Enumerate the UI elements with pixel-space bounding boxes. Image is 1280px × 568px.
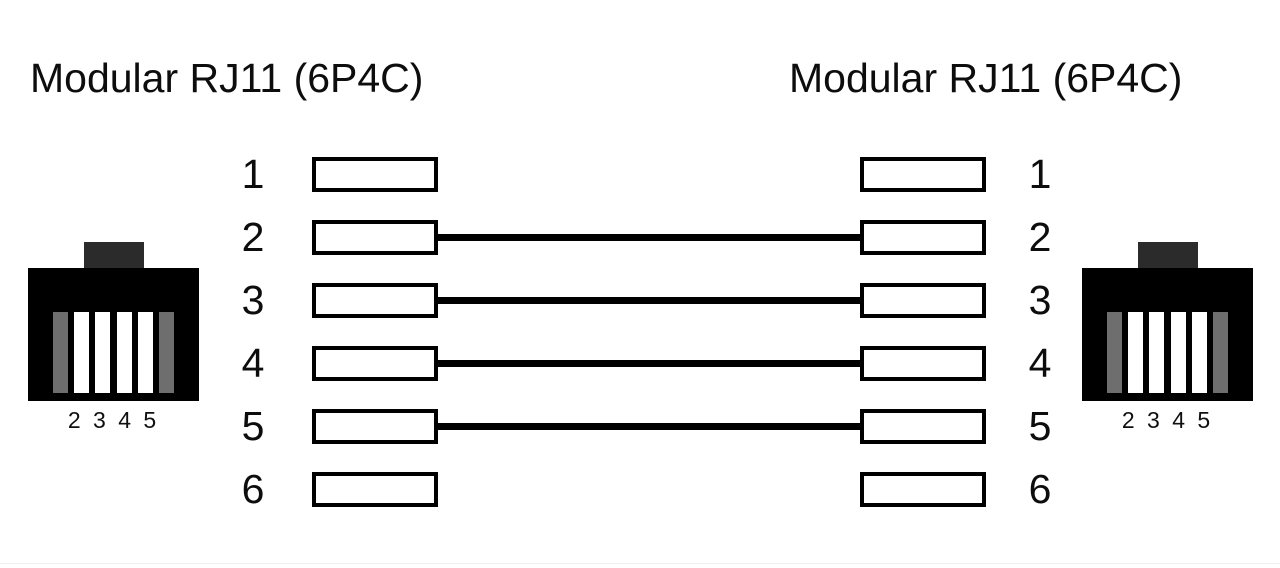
connector-pin-slot-4 xyxy=(116,312,132,393)
pin-number-right-1: 1 xyxy=(1028,151,1052,197)
left-connector-title: Modular RJ11 (6P4C) xyxy=(30,55,424,101)
pin-number-left-3: 3 xyxy=(241,277,265,323)
pin-contact-left-3[interactable] xyxy=(312,283,438,318)
pin-contact-right-4[interactable] xyxy=(860,346,986,381)
pin-number-left-5: 5 xyxy=(241,403,265,449)
connector-pin-slot-1 xyxy=(53,312,68,393)
wire-pin-2-to-2 xyxy=(436,234,862,241)
connector-latch-tab-icon xyxy=(1138,242,1198,272)
connector-pin-slot-3 xyxy=(1149,312,1165,393)
wire-pin-5-to-5 xyxy=(436,423,862,430)
pin-number-right-6: 6 xyxy=(1028,466,1052,512)
connector-pin-slot-6 xyxy=(1212,312,1228,393)
pin-contact-right-6[interactable] xyxy=(860,472,986,507)
pin-number-right-5: 5 xyxy=(1028,403,1052,449)
connector-pin-slot-5 xyxy=(1191,312,1207,393)
connector-pin-slot-1 xyxy=(1107,312,1122,393)
pin-contact-left-4[interactable] xyxy=(312,346,438,381)
connector-pin-slot-5 xyxy=(137,312,153,393)
connector-latch-tab-icon xyxy=(84,242,144,272)
wire-pin-4-to-4 xyxy=(436,360,862,367)
connector-pin-slot-2 xyxy=(1128,312,1144,393)
connector-pin-slot-3 xyxy=(95,312,111,393)
connector-pin-slots-right xyxy=(1107,312,1228,393)
pin-contact-left-5[interactable] xyxy=(312,409,438,444)
pin-number-right-2: 2 xyxy=(1028,214,1052,260)
pin-contact-right-3[interactable] xyxy=(860,283,986,318)
pin-number-right-3: 3 xyxy=(1028,277,1052,323)
connector-pin-slot-4 xyxy=(1170,312,1186,393)
pin-contact-right-5[interactable] xyxy=(860,409,986,444)
pin-contact-right-1[interactable] xyxy=(860,157,986,192)
rj11-connector-left-icon: 2 3 4 5 xyxy=(28,242,200,442)
pin-number-left-2: 2 xyxy=(241,214,265,260)
wire-pin-3-to-3 xyxy=(436,297,862,304)
connector-pin-slot-2 xyxy=(74,312,90,393)
right-connector-pin-caption: 2 3 4 5 xyxy=(1121,407,1214,433)
pin-contact-left-1[interactable] xyxy=(312,157,438,192)
bottom-divider xyxy=(0,563,1280,564)
pin-number-left-1: 1 xyxy=(241,151,265,197)
pin-number-left-6: 6 xyxy=(241,466,265,512)
pin-number-right-4: 4 xyxy=(1028,340,1052,386)
connector-pin-slots-left xyxy=(53,312,174,393)
pin-contact-left-2[interactable] xyxy=(312,220,438,255)
connector-pin-slot-6 xyxy=(158,312,174,393)
pin-contact-left-6[interactable] xyxy=(312,472,438,507)
rj11-connector-right-icon: 2 3 4 5 xyxy=(1082,242,1254,442)
pin-contact-right-2[interactable] xyxy=(860,220,986,255)
right-connector-title: Modular RJ11 (6P4C) xyxy=(789,55,1183,101)
pin-number-left-4: 4 xyxy=(241,340,265,386)
left-connector-pin-caption: 2 3 4 5 xyxy=(67,407,160,433)
